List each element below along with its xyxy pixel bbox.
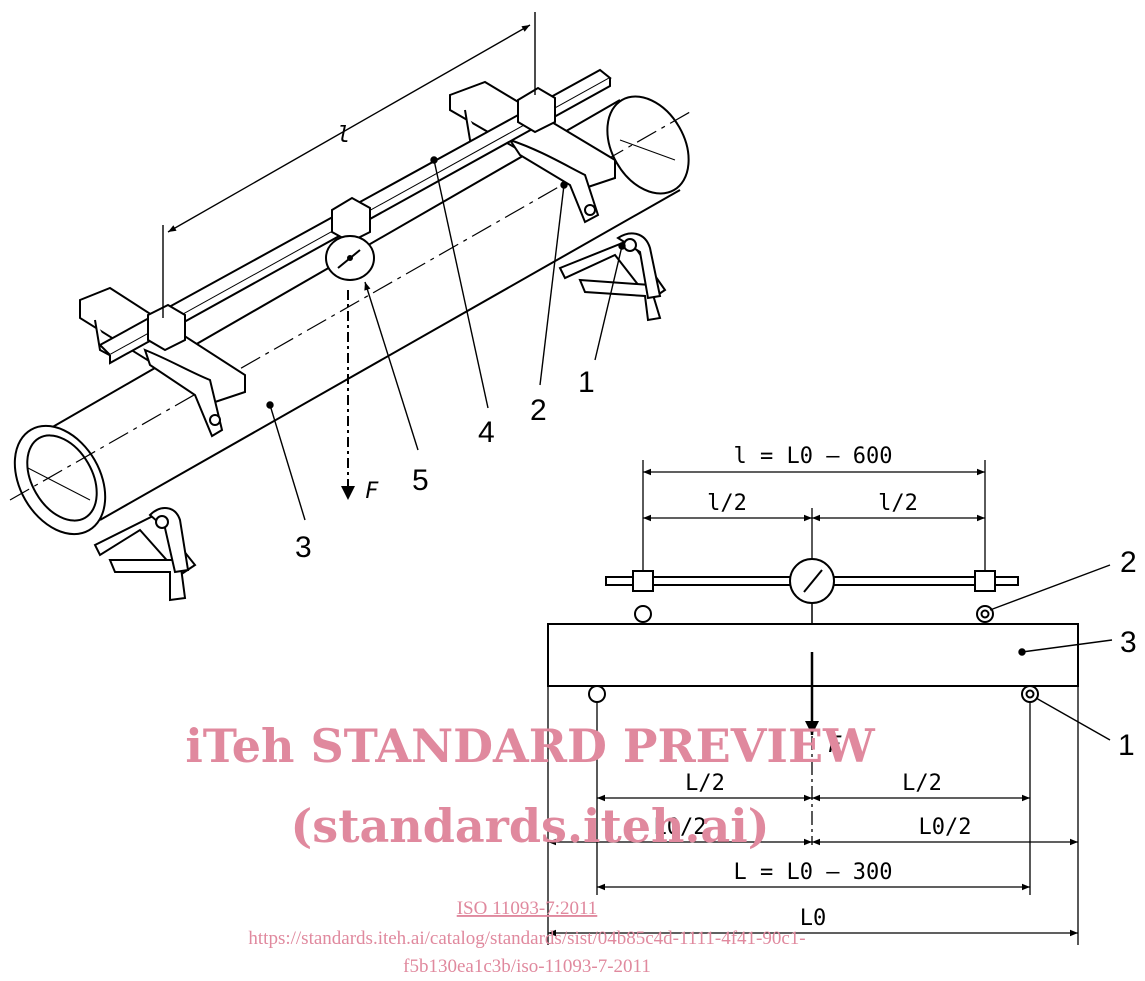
callout-5-iso: 5 — [412, 464, 429, 497]
measuring-bar — [98, 68, 612, 365]
support-rear — [558, 232, 667, 322]
dim-L-half-right: L/2 — [902, 771, 942, 796]
callout-3-schematic: 3 — [1120, 626, 1137, 659]
watermark-title: iTeh STANDARD PREVIEW — [185, 719, 876, 773]
callout-1-iso: 1 — [578, 366, 595, 399]
watermark-url-line2[interactable]: f5b130ea1c3b/iso-11093-7-2011 — [403, 956, 651, 977]
dim-L-total: L = L0 – 300 — [734, 860, 893, 885]
span-label-l: l — [337, 123, 350, 148]
dim-l-half-left: l/2 — [707, 491, 747, 516]
dim-l-total: l = L0 – 600 — [734, 444, 893, 469]
callout-2-schematic: 2 — [1120, 546, 1137, 579]
callout-2-iso: 2 — [530, 394, 547, 427]
watermark-url-line1[interactable]: https://standards.iteh.ai/catalog/standa… — [248, 928, 805, 949]
dim-l-half-right: l/2 — [878, 491, 918, 516]
support-front — [93, 507, 197, 602]
callout-4-iso: 4 — [478, 416, 495, 449]
iso-leaders — [266, 156, 626, 521]
dial-gauge — [325, 235, 375, 281]
dim-L-half-left: L/2 — [685, 771, 725, 796]
watermark: iTeh STANDARD PREVIEW (standards.iteh.ai… — [185, 719, 876, 977]
schematic-view — [547, 460, 1113, 945]
dim-L0: L0 — [800, 906, 827, 931]
force-label-schematic: F — [828, 733, 842, 758]
force-label-iso: F — [365, 479, 379, 504]
isometric-view — [9, 12, 691, 602]
schematic-labels: l = L0 – 600 l/2 l/2 L/2 L/2 L0/2 L0/2 L… — [654, 444, 1137, 931]
watermark-subtitle: (standards.iteh.ai) — [291, 799, 770, 853]
watermark-standard-link[interactable]: ISO 11093-7:2011 — [457, 898, 598, 919]
callout-3-iso: 3 — [295, 531, 312, 564]
callout-1-schematic: 1 — [1118, 729, 1135, 762]
span-dimension — [162, 12, 536, 318]
iso-labels: l F 1 2 3 4 5 — [295, 123, 595, 564]
dim-L0-half-left: L0/2 — [654, 815, 707, 840]
dim-L0-half-right: L0/2 — [919, 815, 972, 840]
